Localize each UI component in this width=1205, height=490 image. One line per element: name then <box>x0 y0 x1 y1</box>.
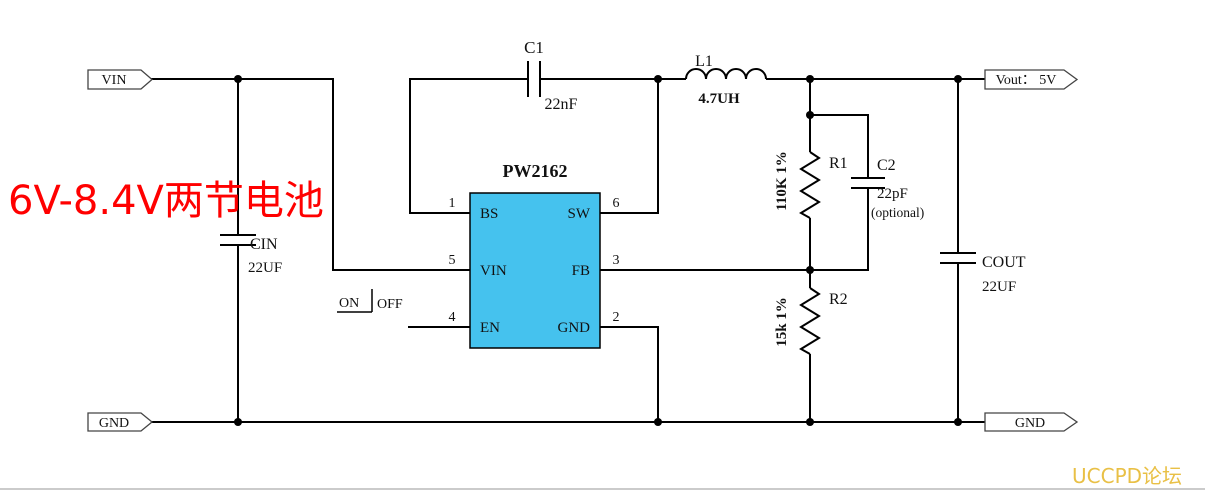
junction-dot <box>806 111 814 119</box>
capacitor-c2: C2 22pF (optional) <box>851 157 924 220</box>
capacitor-c1: C1 22nF <box>524 38 577 113</box>
wire-bs-c1-sw-loop <box>409 78 659 214</box>
junction-dot <box>654 418 662 426</box>
c1-value-label: 22nF <box>545 96 578 113</box>
junction-dot <box>806 75 814 83</box>
ic-pin-label-bs: BS <box>480 206 498 222</box>
cin-plates <box>220 234 256 246</box>
gnd-right-connector-label: GND <box>1015 416 1045 431</box>
cout-value-label: 22UF <box>982 279 1016 295</box>
r2-value-label: 15k 1% <box>774 297 790 347</box>
wire-vin-to-pin5 <box>150 78 470 271</box>
cin-value-label: 22UF <box>248 260 282 276</box>
cout-ref-label: COUT <box>982 254 1026 271</box>
switch-on-label: ON <box>339 296 359 311</box>
port-gnd-right: GND <box>984 412 1079 432</box>
ic-pin-label-vin: VIN <box>480 263 507 279</box>
ic-pin-label-en: EN <box>480 320 500 336</box>
wire-gnd-pin <box>600 326 659 422</box>
c1-plates <box>527 61 541 97</box>
l1-value-label: 4.7UH <box>698 91 740 107</box>
c2-optional-note: (optional) <box>871 205 924 220</box>
junction-dot <box>954 75 962 83</box>
l1-coil <box>685 68 767 80</box>
window-bottom-edge <box>0 488 1205 490</box>
ic-pin-number-2: 2 <box>613 310 620 325</box>
wire-c2-branch <box>810 114 869 271</box>
switch-off-label: OFF <box>377 297 403 312</box>
ic-body <box>469 192 601 349</box>
gnd-left-connector-label: GND <box>99 416 129 431</box>
port-gnd-left: GND <box>87 412 154 432</box>
capacitor-cout: COUT 22UF <box>940 252 1026 295</box>
vin-connector-shape <box>87 69 153 90</box>
enable-switch: ON OFF <box>337 289 403 313</box>
ic-name-label: PW2162 <box>503 161 568 181</box>
forum-watermark: UCCPD论坛 <box>1072 464 1182 488</box>
gnd-left-connector-shape <box>87 412 154 432</box>
ic-pw2162: PW2162 BS VIN EN SW FB GND 1 5 4 6 3 2 <box>449 161 620 349</box>
battery-range-annotation: 6V-8.4V两节电池 <box>8 178 324 224</box>
ic-pin-number-4: 4 <box>449 310 456 325</box>
c2-value-label: 22pF <box>877 186 908 202</box>
junction-dot <box>234 418 242 426</box>
cin-ref-label: CIN <box>250 236 278 253</box>
junction-dot <box>234 75 242 83</box>
vout-connector-label: Vout： 5V <box>996 73 1057 88</box>
ic-pin-number-6: 6 <box>613 196 620 211</box>
ic-pin-number-1: 1 <box>449 196 456 211</box>
ic-pin-label-fb: FB <box>572 263 590 279</box>
junction-dot <box>654 75 662 83</box>
gnd-right-connector-shape <box>984 412 1079 432</box>
wires <box>150 78 985 423</box>
vout-connector-shape <box>984 69 1079 90</box>
ic-pin-number-5: 5 <box>449 253 456 268</box>
resistor-r1: R1 110K 1% <box>774 151 848 219</box>
cout-plates <box>940 252 976 264</box>
c2-plates <box>851 177 885 189</box>
ic-pin-number-3: 3 <box>613 253 620 268</box>
inductor-l1: L1 4.7UH <box>685 53 767 107</box>
junction-dot <box>806 266 814 274</box>
port-vout: Vout： 5V <box>984 69 1079 90</box>
junction-dot <box>954 418 962 426</box>
capacitor-cin: CIN 22UF <box>220 234 282 276</box>
port-vin: VIN <box>87 69 153 90</box>
ic-pin-label-gnd: GND <box>558 320 591 336</box>
r2-zigzag <box>799 287 821 355</box>
junction-dot <box>806 418 814 426</box>
ic-pin-label-sw: SW <box>568 206 591 222</box>
r2-ref-label: R2 <box>829 291 848 308</box>
l1-ref-label: L1 <box>695 53 713 70</box>
c1-ref-label: C1 <box>524 38 544 57</box>
c2-ref-label: C2 <box>877 157 896 174</box>
junction-dots <box>234 75 962 426</box>
vin-connector-label: VIN <box>102 73 127 88</box>
switch-symbol <box>337 289 373 313</box>
r1-ref-label: R1 <box>829 155 848 172</box>
r1-zigzag <box>799 151 821 219</box>
resistor-r2: R2 15k 1% <box>774 287 848 355</box>
r1-value-label: 110K 1% <box>774 151 790 211</box>
